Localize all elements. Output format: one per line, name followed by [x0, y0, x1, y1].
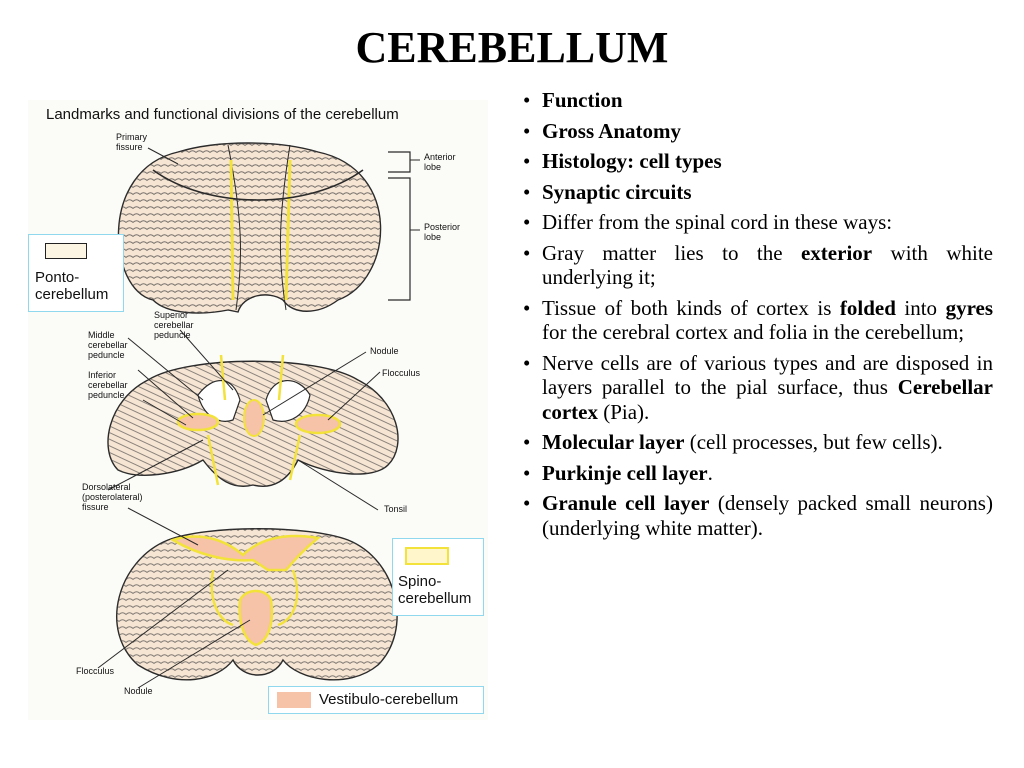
anterior-view: [107, 329, 399, 511]
bullet-item: Nerve cells are of various types and are…: [519, 351, 993, 425]
inferior-peduncle-label: Inferior cerebellar peduncle: [88, 370, 128, 400]
bullet-item: Gross Anatomy: [519, 119, 993, 144]
bullet-list: FunctionGross AnatomyHistology: cell typ…: [519, 88, 993, 546]
flocculus-label-middle: Flocculus: [382, 368, 421, 378]
bullet-item: Synaptic circuits: [519, 180, 993, 205]
figure-title: Landmarks and functional divisions of th…: [46, 106, 399, 123]
bullet-item: Purkinje cell layer.: [519, 461, 993, 486]
bullet-text: Granule cell layer: [542, 491, 710, 515]
slide-title: CEREBELLUM: [355, 23, 669, 72]
legend-spino-cerebellum: Spino- cerebellum: [392, 538, 484, 616]
dorsolateral-fissure-label: Dorsolateral (posterolateral) fissure: [82, 482, 143, 512]
bullet-item: Gray matter lies to the exterior with wh…: [519, 241, 993, 290]
bullet-text: Histology: cell types: [542, 149, 722, 173]
flocculus-label-bottom: Flocculus: [76, 666, 115, 676]
superior-peduncle-label: Superior cerebellar peduncle: [154, 310, 194, 340]
bullet-text: gyres: [945, 295, 993, 320]
posterior-lobe-label: Posterior lobe: [424, 222, 461, 242]
bullet-item: Granule cell layer (densely packed small…: [519, 491, 993, 540]
spino-swatch: [405, 547, 449, 565]
bullet-text: Gross Anatomy: [542, 118, 682, 143]
bullet-item: Tissue of both kinds of cortex is folded…: [519, 296, 993, 345]
superior-view: [117, 142, 420, 314]
primary-fissure-label: Primary fissure: [116, 132, 147, 152]
bullet-text: exterior: [800, 240, 873, 265]
bullet-text: (cell processes, but few cells).: [684, 430, 943, 454]
bullet-item: Differ from the spinal cord in these way…: [519, 210, 993, 235]
bullet-text: Differ from the spinal cord in these way…: [542, 210, 893, 234]
legend-ponto-cerebellum: Ponto- cerebellum: [28, 234, 124, 312]
bullet-text: with white underlying it;: [542, 240, 993, 290]
bullet-text: for the cerebral cortex and folia in the…: [542, 320, 965, 344]
bullet-text: folded: [839, 295, 896, 320]
ponto-label: Ponto- cerebellum: [35, 269, 109, 303]
cerebellum-figure: Landmarks and functional divisions of th…: [28, 100, 488, 720]
anterior-lobe-label: Anterior lobe: [424, 152, 456, 172]
inferior-view: [97, 507, 398, 689]
bullet-text: Nerve cells are of various types and are…: [542, 350, 993, 400]
bullet-text: Synaptic circuits: [542, 179, 692, 204]
bullet-text: (densely packed small neurons) (underlyi…: [542, 491, 993, 540]
bullet-text: Function: [542, 88, 623, 112]
ponto-swatch: [45, 243, 87, 259]
bullet-text: .: [707, 460, 713, 485]
cerebellum-illustration: [97, 142, 420, 689]
vestibulo-swatch: [277, 692, 311, 708]
bullet-item: Histology: cell types: [519, 149, 993, 174]
legend-vestibulo-cerebellum: Vestibulo-cerebellum: [268, 686, 484, 714]
nodule-label-bottom: Nodule: [124, 686, 153, 696]
bullet-item: Molecular layer (cell processes, but few…: [519, 430, 993, 455]
nodule-label-middle: Nodule: [370, 346, 399, 356]
bullet-text: Purkinje cell layer: [542, 460, 708, 485]
vestibulo-label: Vestibulo-cerebellum: [319, 691, 459, 708]
bullet-text: (Pia).: [597, 399, 650, 424]
bullet-text: Gray matter lies to the: [542, 240, 801, 265]
bullet-text: Cerebellar cortex: [542, 375, 993, 424]
bullet-text: into: [895, 295, 946, 320]
middle-peduncle-label: Middle cerebellar peduncle: [88, 330, 128, 360]
bullet-text: Tissue of both kinds of cortex is: [542, 295, 840, 320]
tonsil-label: Tonsil: [384, 504, 408, 514]
bullet-item: Function: [519, 88, 993, 113]
spino-label: Spino- cerebellum: [398, 573, 472, 607]
bullet-text: Molecular layer: [542, 430, 685, 454]
